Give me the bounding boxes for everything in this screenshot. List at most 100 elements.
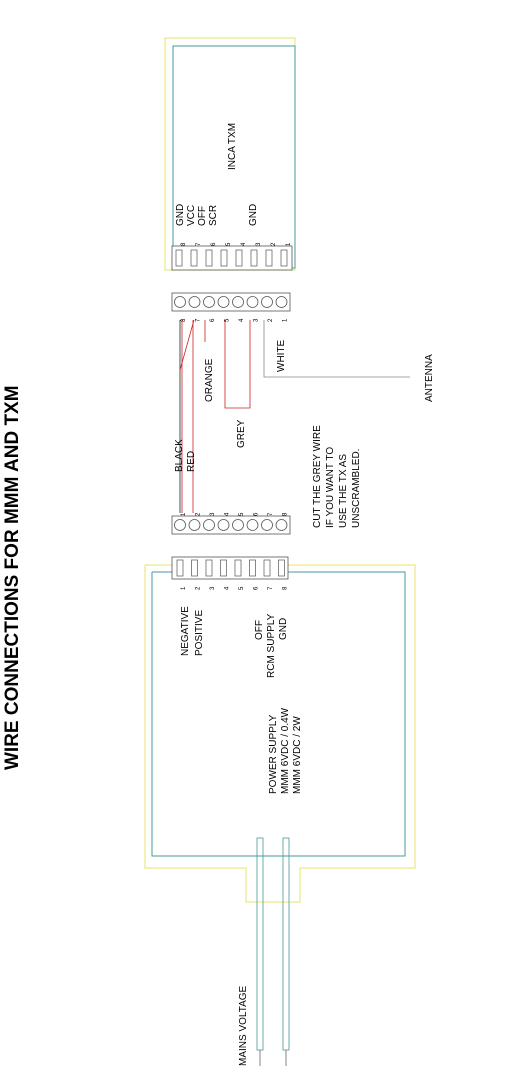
txm-pin-header xyxy=(171,245,293,271)
connector-pin xyxy=(217,296,230,308)
txm-pin-number: 1 xyxy=(286,242,292,246)
connector-pin xyxy=(246,296,259,308)
txm-label-vcc: VCC xyxy=(186,205,197,226)
txm-pin-row: 8 7 6 5 4 3 2 1 xyxy=(175,242,292,267)
connector-pin-number: 1 xyxy=(283,318,289,322)
txm-pin xyxy=(190,249,198,267)
psu-pin xyxy=(234,559,242,577)
mains-label: MAINS VOLTAGE xyxy=(238,985,249,1066)
psu-pin-number: 7 xyxy=(268,586,274,590)
cable-connector-bottom: 1 2 3 4 5 6 7 8 xyxy=(171,512,291,535)
connector-pin-number: 4 xyxy=(225,512,231,516)
note-line-3: USE THE TX AS xyxy=(338,454,349,528)
connector-pin xyxy=(232,296,244,308)
psu-pin-number: 2 xyxy=(196,586,202,590)
connector-pin xyxy=(261,296,273,308)
psu-line-2: MMM 6VDC / 0.4W xyxy=(280,707,291,794)
connector-pin xyxy=(246,519,259,531)
txm-pin-number: 3 xyxy=(256,242,262,246)
psu-pin xyxy=(263,559,271,577)
psu-line-3: MMM 6VDC / 2W xyxy=(292,716,303,794)
txm-label-scr: SCR xyxy=(208,205,219,226)
note-line-4: UNSCRAMBLED. xyxy=(351,449,362,528)
connector-pin-number: 2 xyxy=(196,512,202,516)
txm-pin xyxy=(265,249,273,267)
wire-label-white: WHITE xyxy=(276,339,287,372)
connector-pin xyxy=(203,519,215,531)
antenna-wire xyxy=(263,320,410,378)
psu-pin xyxy=(220,559,227,577)
txm-pin xyxy=(280,249,288,267)
antenna-label: ANTENNA xyxy=(424,354,435,402)
txm-pin xyxy=(235,249,243,267)
wire-label-black: BLACK xyxy=(174,439,185,472)
note-line-2: IF YOU WANT TO xyxy=(325,447,336,528)
connector-pin xyxy=(174,519,186,531)
connector-pin-number: 4 xyxy=(239,318,245,322)
psu-pin-number: 1 xyxy=(181,586,187,590)
txm-name: INCA TXM xyxy=(227,123,238,170)
grey-wire-loop xyxy=(224,320,251,409)
red-wire-cross xyxy=(179,319,195,371)
page-title: WIRE CONNECTIONS FOR MMM AND TXM xyxy=(2,385,23,770)
connector-pin xyxy=(217,519,230,531)
connector-pin-number: 6 xyxy=(210,318,216,322)
txm-pin xyxy=(250,249,258,267)
connector-pin-number: 2 xyxy=(268,318,274,322)
connector-pin xyxy=(188,296,201,308)
wire-label-red: RED xyxy=(186,451,197,472)
note-line-1: CUT THE GREY WIRE xyxy=(312,425,323,528)
connector-pin-number: 3 xyxy=(254,318,260,322)
txm-pin-number: 2 xyxy=(271,242,277,246)
cable-connector-top: 8 7 6 5 4 3 2 1 xyxy=(171,292,291,322)
connector-pin-number: 5 xyxy=(225,318,231,322)
psu-pin-number: 5 xyxy=(239,586,245,590)
connector-pin-number: 8 xyxy=(283,512,289,516)
txm-pin-number: 7 xyxy=(196,242,202,246)
psu-label-positive: POSITIVE xyxy=(194,610,205,656)
txm-label-gnd-b: GND xyxy=(248,204,259,226)
psu-label-rcm: RCM SUPPLY xyxy=(266,613,277,678)
mains-cables: MAINS VOLTAGE xyxy=(238,837,290,1066)
psu-pin-number: 8 xyxy=(283,586,289,590)
psu-pin-number: 3 xyxy=(210,586,216,590)
psu-pin xyxy=(191,559,198,577)
connector-pin-number: 1 xyxy=(181,512,187,516)
connector-pin xyxy=(275,519,288,531)
connector-pin-number: 3 xyxy=(210,512,216,516)
psu-label-gnd: GND xyxy=(278,618,289,640)
psu-line-1: POWER SUPPLY xyxy=(268,714,279,794)
connector-pin-number: 5 xyxy=(239,512,245,516)
psu-pin-header xyxy=(171,556,289,580)
psu-pin xyxy=(205,559,213,577)
txm-label-gnd-a: GND xyxy=(175,204,186,226)
wire-label-orange: ORANGE xyxy=(204,358,215,402)
psu-pin-number: 4 xyxy=(225,586,231,590)
psu-label-off: OFF xyxy=(254,620,265,640)
connector-pin-number: 7 xyxy=(196,318,202,322)
txm-pin-number: 5 xyxy=(226,242,232,246)
connector-pin xyxy=(174,296,186,308)
txm-pin-number: 4 xyxy=(241,242,247,246)
txm-pin xyxy=(175,249,183,267)
connector-pin xyxy=(275,296,288,308)
txm-pin-number: 8 xyxy=(181,242,187,246)
inca-txm-module: INCA TXM GND VCC OFF SCR GND 8 7 6 5 4 3 2 1 xyxy=(164,37,296,271)
txm-pin xyxy=(205,249,213,267)
txm-pin-number: 6 xyxy=(211,242,217,246)
wire-label-grey: GREY xyxy=(236,419,247,448)
txm-label-off: OFF xyxy=(197,206,208,226)
psu-pin xyxy=(176,559,184,577)
connector-pin-number: 8 xyxy=(181,318,187,322)
connector-pin-number: 7 xyxy=(268,512,274,516)
psu-pin-number: 6 xyxy=(254,586,260,590)
connector-pin xyxy=(188,519,201,531)
connector-pin xyxy=(261,519,273,531)
cable-wires xyxy=(179,319,410,513)
psu-pin xyxy=(278,559,285,577)
psu-pin xyxy=(249,559,256,577)
connector-pin-number: 6 xyxy=(254,512,260,516)
grey-wire-note: CUT THE GREY WIRE IF YOU WANT TO USE THE… xyxy=(312,425,362,528)
